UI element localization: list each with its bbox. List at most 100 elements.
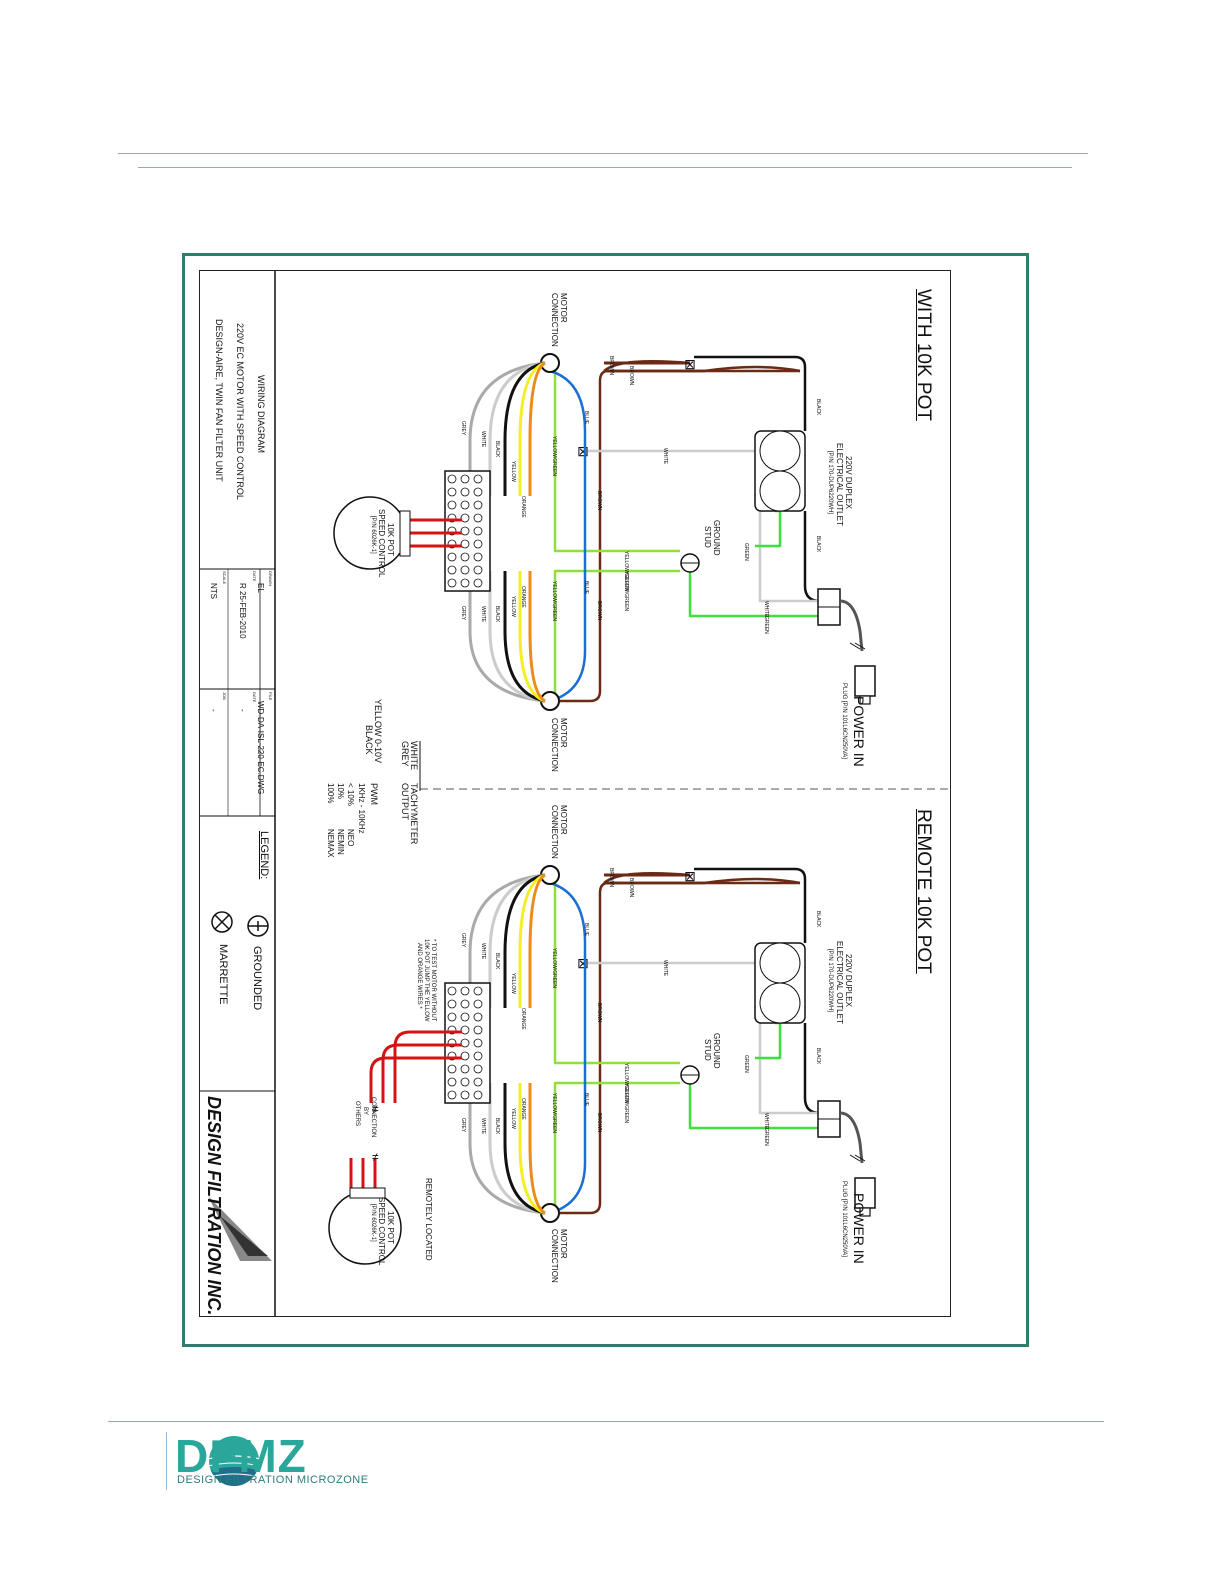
label-yellow: YELLOW [510, 596, 516, 617]
legend-marrette: MARRETTE [217, 944, 229, 1005]
drawn-value: EL [256, 583, 265, 593]
key-r1b: NEO [346, 829, 355, 847]
terminal-screw-icon [460, 526, 470, 536]
label-black: BLACK [815, 399, 821, 416]
motor-label-2b2: CONNECTION [550, 1229, 559, 1283]
key-r3a: 100% [326, 783, 335, 804]
label-grey: GREY [460, 421, 466, 436]
label-black: BLACK [494, 441, 500, 458]
label-white: WHITE [763, 1113, 769, 1130]
dfmz-tagline: DESIGN FILTRATION MICROZONE [177, 1474, 369, 1486]
wire-motor-a [518, 361, 546, 496]
terminal-screw-icon [447, 565, 457, 575]
label-white: WHITE [662, 960, 668, 977]
by-others-1: CONNECTION [370, 1097, 376, 1138]
legend-marrette-icon [211, 911, 233, 933]
key-r1a: < 10% [346, 783, 355, 806]
wire-brown-loop [560, 369, 620, 703]
label-white: WHITE [763, 601, 769, 618]
terminal-screw-icon [460, 1077, 470, 1087]
motor-label-2a2: CONNECTION [550, 805, 559, 859]
terminal-screw-icon [473, 539, 483, 549]
wire-yellow-green-1 [553, 371, 680, 553]
pot-label-2b: SPEED CONTROL [377, 1197, 386, 1266]
label-black: BLACK [815, 911, 821, 928]
terminal-screw-icon [473, 565, 483, 575]
date-value: R 25-FEB-2010 [238, 583, 247, 639]
motor-label-2b: MOTOR [559, 1229, 568, 1259]
wire-white [588, 961, 825, 1115]
plug-label-2: PLUG [P/N 101L6CN250VA] [841, 1181, 847, 1257]
label-black: BLACK [494, 606, 500, 623]
file-label: FILE [268, 692, 273, 701]
label-yellow-green: YELLOW/GREEN [623, 571, 629, 611]
key-pwm-freq: 1KHz - 10KHz [357, 783, 366, 834]
rev-value: - [238, 709, 247, 712]
outlet-label-2b: ELECTRICAL OUTLET [835, 941, 844, 1024]
terminal-screw-icon [473, 1064, 483, 1074]
outlet-socket-icon [759, 942, 801, 984]
label-green: GREEN [743, 543, 749, 561]
label-yellow-green: YELLOW/GREEN [623, 1083, 629, 1123]
label-brown: BROWN [608, 868, 614, 888]
motor-label-1b: MOTOR [559, 718, 568, 748]
pot-label-1c: [P/N 6026K-1] [370, 516, 376, 554]
terminal-screw-icon [447, 986, 457, 996]
title-block-t2: 220V EC MOTOR WITH SPEED CONTROL [235, 323, 245, 500]
power-in-label-1: POWER IN [851, 696, 867, 767]
label-white: WHITE [662, 448, 668, 465]
terminal-screw-icon [447, 474, 457, 484]
power-cord [839, 1111, 864, 1164]
terminal-screw-icon [473, 1012, 483, 1022]
ground-stud-2: GROUND [712, 1033, 721, 1069]
legend-grounded-icon [247, 915, 269, 937]
label-blue: BLUE [583, 1093, 589, 1107]
outlet-socket-icon [759, 430, 801, 472]
terminal-screw-icon [460, 565, 470, 575]
terminal-screw-icon [460, 1051, 470, 1061]
panel2-title: REMOTE 10K POT [913, 809, 934, 974]
label-blue: BLUE [583, 411, 589, 425]
label-green: GREEN [763, 1128, 769, 1146]
pot-label-1b: SPEED CONTROL [377, 509, 386, 578]
file-value: WD-DA-ISL-220-EC.DWG [256, 701, 265, 795]
wire-brown-loop [560, 881, 620, 1215]
terminal-screw-icon [473, 578, 483, 588]
key-pwm: PWM [369, 783, 379, 805]
label-yellow-green: YELLOW/GREEN [551, 948, 557, 988]
label-green: GREEN [743, 1055, 749, 1073]
label-yellow-green: YELLOW/GREEN [551, 581, 557, 621]
legend-title: LEGEND: [258, 831, 270, 880]
key-black: BLACK [364, 725, 374, 755]
label-yellow-green: YELLOW/GREEN [623, 551, 629, 591]
outlet-socket-icon [759, 470, 801, 512]
wire-motor-a [528, 361, 546, 496]
label-black: BLACK [815, 536, 821, 553]
label-brown: BROWN [628, 366, 634, 386]
ground-stud-2b: STUD [703, 1039, 712, 1061]
terminal-screw-icon [460, 986, 470, 996]
label-green: GREEN [763, 616, 769, 634]
wire-black-bottom [803, 1023, 821, 1115]
marrette-icon: ⊠ [577, 443, 589, 459]
wire-black-top [694, 355, 807, 431]
company-logo-mark [208, 1196, 272, 1261]
outlet-label-1b: ELECTRICAL OUTLET [835, 443, 844, 526]
test-note-1: * TO TEST MOTOR WITHOUT [430, 939, 436, 1022]
panel-remote-pot: ⊠⊠≠≠BROWNBROWNBLACKBLACKWHITEWHITEGREENG… [328, 865, 876, 1265]
logo-divider [166, 1432, 167, 1490]
header-rule-top [118, 153, 1088, 154]
plug-head-icon [854, 665, 876, 697]
key-r2a: 10% [336, 783, 345, 800]
terminal-screw-icon [473, 999, 483, 1009]
footer-rule [108, 1421, 1104, 1422]
terminal-screw-icon [460, 552, 470, 562]
power-in-label-2: POWER IN [851, 1193, 867, 1264]
terminal-screw-icon [473, 986, 483, 996]
terminal-screw-icon [473, 1077, 483, 1087]
terminal-screw-icon [473, 500, 483, 510]
label-white: WHITE [480, 606, 486, 623]
header-rule-bottom [138, 167, 1072, 168]
cord-break-icon [849, 642, 866, 650]
label-black: BLACK [494, 1118, 500, 1135]
